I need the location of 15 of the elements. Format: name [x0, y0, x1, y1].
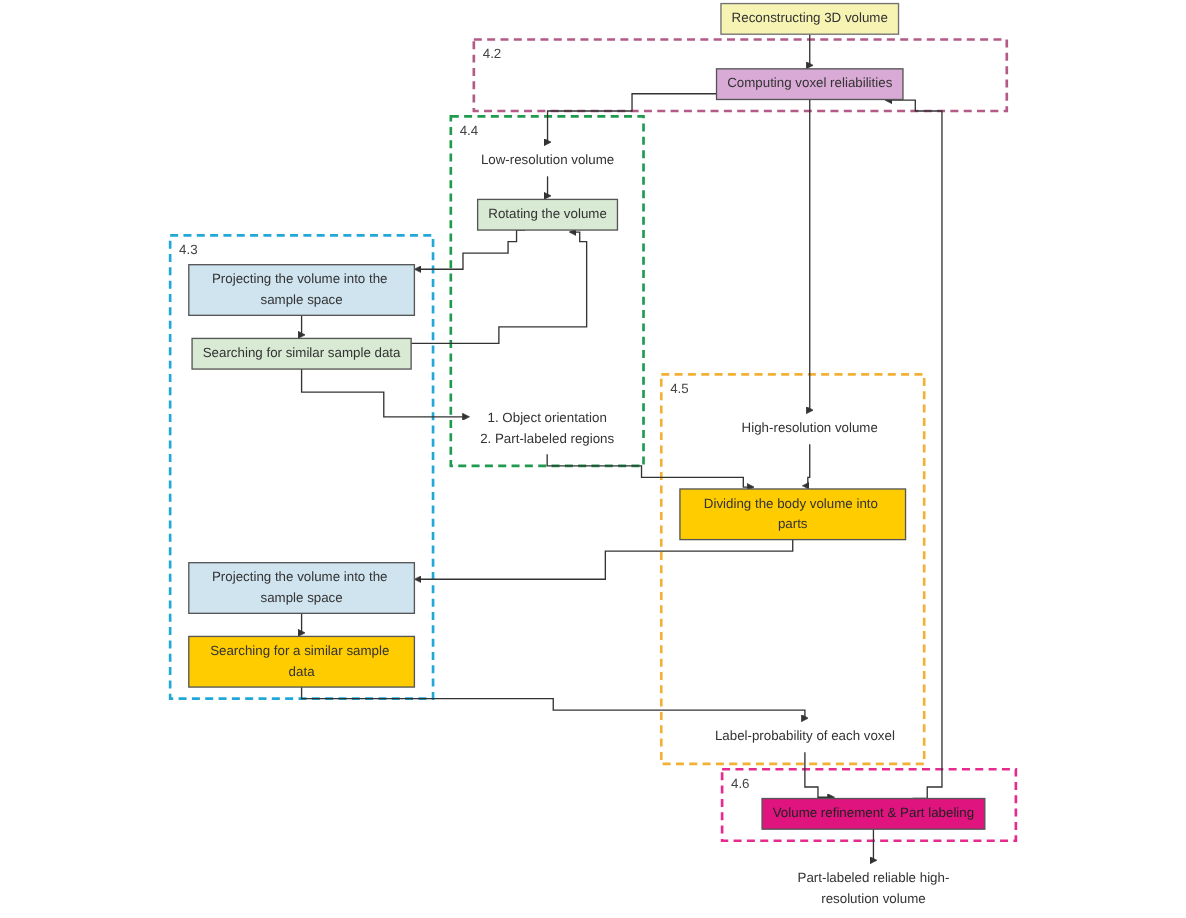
arrow [300, 368, 470, 421]
arrow [884, 96, 943, 800]
arrow [410, 228, 588, 345]
arrow [802, 443, 811, 490]
arrow [543, 175, 552, 200]
arrow [805, 33, 814, 70]
arrow [297, 314, 306, 339]
arrow [297, 612, 306, 637]
arrow [869, 828, 878, 865]
arrow [543, 93, 718, 147]
arrow [804, 751, 835, 802]
arrow [805, 98, 814, 415]
arrow [300, 686, 809, 723]
arrow [546, 453, 755, 491]
arrow [414, 538, 794, 584]
